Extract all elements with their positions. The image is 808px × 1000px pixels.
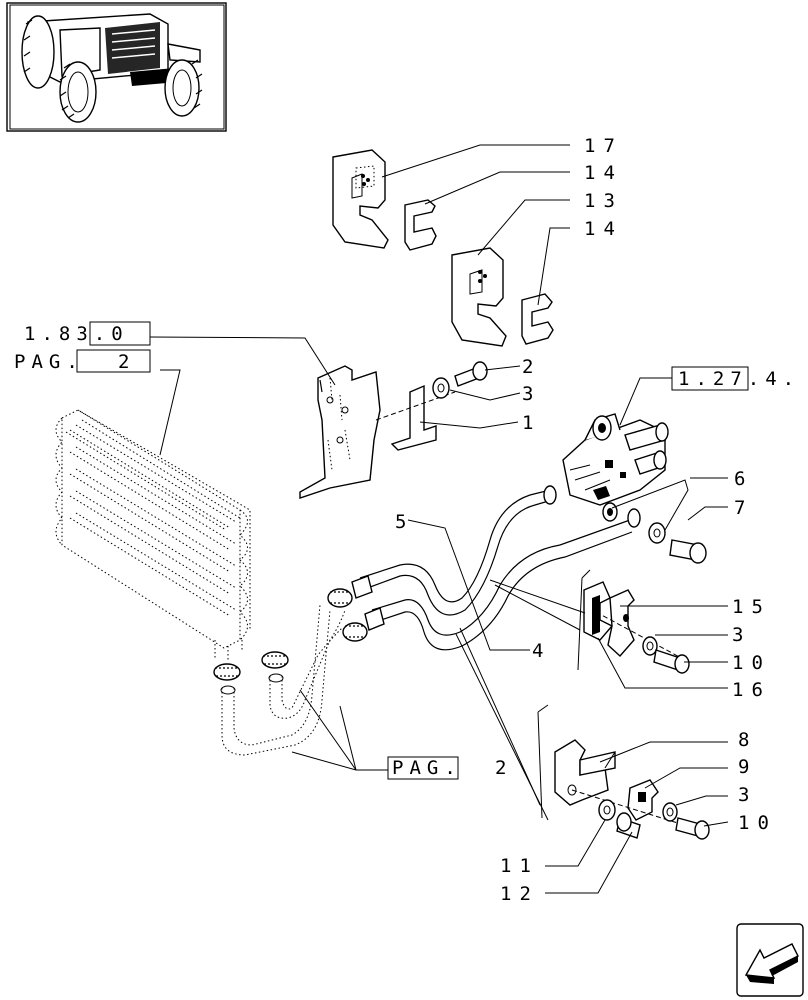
callout-3-a: 3 [522, 383, 541, 405]
callout-14-a: 14 [584, 162, 623, 184]
bracket-17 [332, 149, 389, 249]
callout-3-b: 3 [732, 624, 751, 646]
ref-box-1-83-0: 1.83.0 [24, 321, 151, 346]
plug-7 [669, 539, 707, 564]
assembly-axis-1 [375, 391, 456, 421]
page-navigation-arrow-icon[interactable] [736, 923, 804, 997]
bolt-10-lower [675, 817, 710, 840]
seal-6-a [602, 502, 618, 522]
callout-2: 2 [522, 356, 541, 378]
ref-box-1-27-4: 1.27.4. [671, 366, 800, 391]
tractor-thumbnail-icon [6, 2, 227, 132]
washer-11 [598, 799, 616, 821]
bracket-13 [451, 247, 507, 347]
callout-10-a: 10 [732, 652, 771, 674]
pipe-clamp-8-9 [537, 704, 701, 831]
ref-label-1-83-0: 1.83.0 [24, 323, 129, 345]
callout-14-b: 14 [584, 218, 623, 240]
support-bracket [299, 365, 381, 499]
callout-1: 1 [522, 412, 541, 434]
callout-17: 17 [584, 135, 623, 157]
hose-clamp-b [261, 651, 289, 669]
callout-8: 8 [738, 729, 757, 751]
ref-label-1-27-4: 1.27.4. [678, 368, 800, 390]
bolt-2 [454, 361, 488, 387]
washer-3-mid [642, 636, 658, 656]
clip-14-lower [521, 293, 554, 345]
washer-3-lower [662, 802, 678, 822]
seal-6-b [648, 522, 666, 544]
ref-label-pag-top-num: 2 [118, 351, 135, 373]
callout-12: 12 [500, 883, 539, 905]
ref-box-pag-bottom: PAG. 2 [387, 756, 512, 780]
callout-6: 6 [734, 468, 753, 490]
clip-14-upper [404, 199, 437, 251]
callout-10-b: 10 [738, 812, 777, 834]
hose-clamp-c [327, 588, 353, 608]
callout-4: 4 [532, 640, 551, 662]
control-valve-block [562, 413, 669, 506]
hose-clamp-d [342, 622, 368, 642]
ref-box-pag-top: PAG. 2 [14, 349, 151, 373]
callout-15: 15 [732, 596, 771, 618]
callout-16: 16 [732, 679, 771, 701]
washer-3-upper [432, 377, 450, 399]
callout-13: 13 [584, 190, 623, 212]
bolt-12 [616, 812, 641, 839]
oil-cooler-radiator [55, 409, 251, 660]
ref-label-pag-bottom-num: 2 [495, 757, 512, 779]
angle-bracket-1 [390, 384, 437, 451]
ref-label-pag-top: PAG. [14, 351, 84, 373]
callout-11: 11 [500, 855, 539, 877]
callout-3-c: 3 [738, 784, 757, 806]
leader-lines [149, 144, 729, 894]
hose-clamp-a [213, 663, 241, 681]
pipe-5 [351, 485, 557, 616]
rubber-hoses [220, 604, 346, 756]
bolt-10-mid [653, 649, 690, 674]
callout-7: 7 [734, 497, 753, 519]
callout-5: 5 [395, 511, 414, 533]
callout-9: 9 [738, 756, 757, 778]
ref-label-pag-bottom: PAG. [392, 757, 462, 779]
